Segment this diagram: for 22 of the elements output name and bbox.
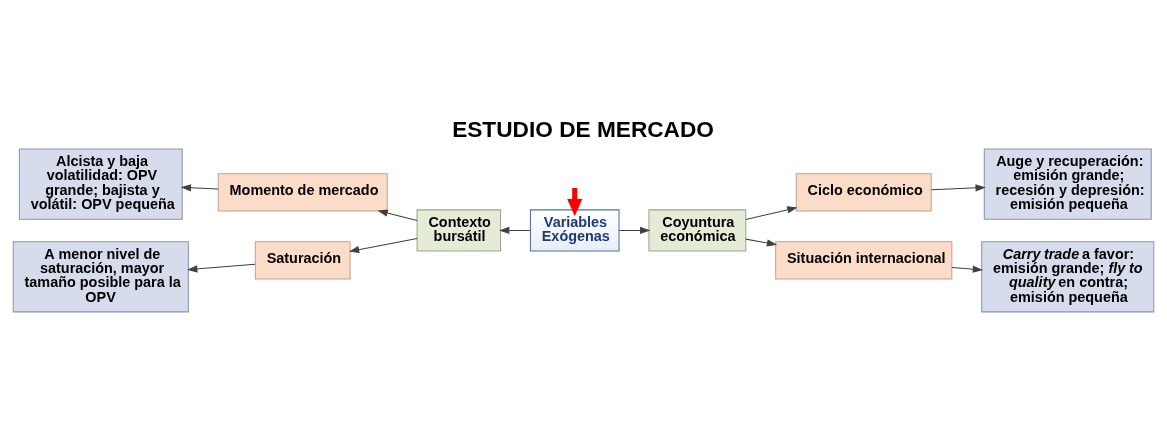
node-box: Coyuntura económica	[648, 208, 747, 252]
arrow	[187, 263, 256, 273]
arrow	[348, 237, 418, 253]
arrow	[180, 183, 219, 191]
node-box: Contexto bursátil	[416, 208, 502, 252]
node-box: Alcista y baja volatilidad: OPV grande; bajista y volátil: OPV pequeña	[18, 148, 183, 220]
arrow	[377, 209, 418, 221]
arrow	[618, 226, 651, 234]
node-box: Situación internacional	[775, 240, 953, 279]
node-box: Momento de mercado	[217, 172, 388, 211]
node-box: Ciclo económico	[795, 172, 932, 211]
arrow	[499, 226, 531, 234]
diagram-title: ESTUDIO DE MERCADO	[452, 115, 714, 142]
arrow	[930, 183, 986, 191]
arrow	[951, 265, 984, 273]
node-box: Auge y recuperación: emisión grande; recesión y depresión: emisión pequeña	[983, 148, 1152, 220]
arrow	[745, 205, 798, 220]
arrow	[745, 238, 778, 247]
node-box: Saturación	[254, 240, 351, 279]
node-box: Carry trade a favor: emisión grande; fly to quality en contra; emisión pequeña	[981, 240, 1155, 312]
node-box: A menor nivel de saturación, mayor tamaño posible para la OPV	[12, 240, 189, 312]
node-box: Variables Exógenas	[529, 208, 620, 252]
